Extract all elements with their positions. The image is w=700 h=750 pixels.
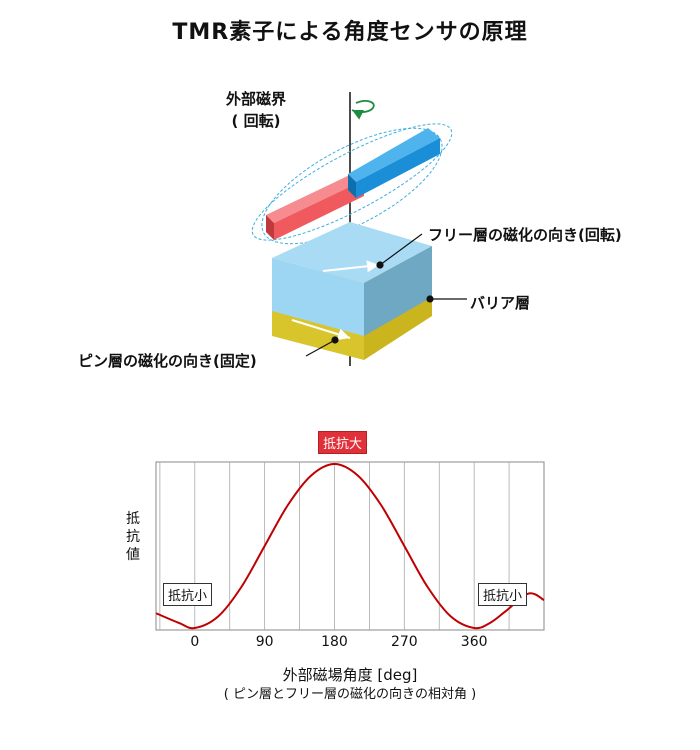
external-field-label: 外部磁界 ( 回転) [226, 90, 287, 130]
x-tick-label: 180 [321, 634, 348, 650]
free-layer-arrow [322, 260, 380, 273]
pin-layer-label: ピン層の磁化の向き(固定) [78, 352, 257, 370]
field-line [251, 123, 453, 241]
free-layer-label: フリー層の磁化の向き(回転) [428, 226, 622, 244]
field-line [261, 127, 443, 245]
barrier-layer-label: バリア層 [470, 294, 531, 312]
page-title: TMR素子による角度センサの原理 [172, 20, 528, 45]
x-tick-label: 0 [190, 634, 200, 650]
high-resistance-label: 抵抗大 [318, 431, 368, 454]
y-axis-title: 抵抗値 [126, 511, 140, 563]
chart-frame [155, 461, 545, 631]
rotation-arrow-icon [351, 100, 375, 120]
x-tick-label: 270 [390, 634, 418, 650]
bar-magnet [266, 128, 440, 240]
x-axis-title: 外部磁場角度 [deg] [282, 666, 418, 684]
low-resistance-label: 抵抗小 [478, 583, 528, 606]
pin-layer-arrow [291, 319, 351, 341]
x-axis-subtitle: ( ピン層とフリー層の磁化の向きの相対角 ) [223, 687, 477, 702]
low-resistance-label: 抵抗小 [163, 583, 213, 606]
x-tick-label: 360 [460, 634, 488, 650]
x-tick-label: 90 [255, 634, 274, 650]
tmr-element [272, 222, 432, 360]
resistance-curve [155, 462, 545, 630]
